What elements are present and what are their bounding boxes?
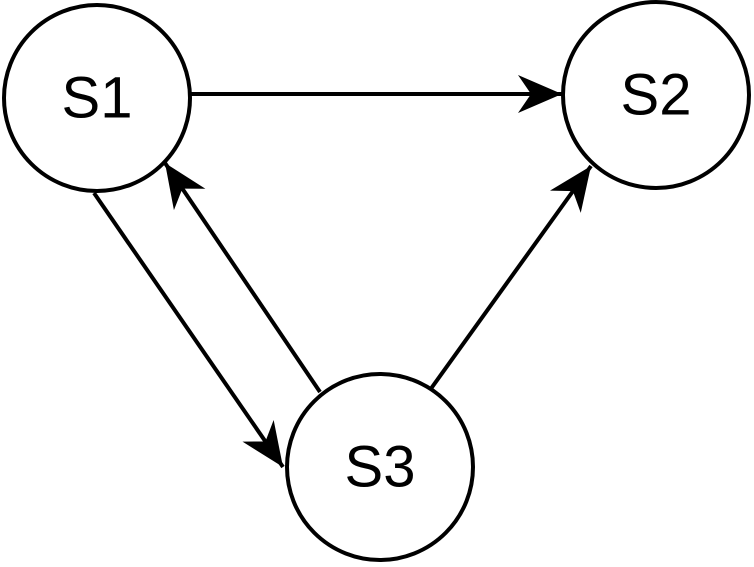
- node-label-s2: S2: [621, 63, 692, 128]
- node-circle-s3: [285, 372, 475, 562]
- node-s2: S2: [561, 0, 751, 190]
- node-circle-s2: [561, 0, 751, 190]
- edge-arrow-s1-to-s3: [92, 191, 285, 469]
- node-s1: S1: [2, 3, 192, 193]
- edge-arrow-s3-to-s1: [163, 161, 322, 394]
- node-s3: S3: [285, 372, 475, 562]
- node-circle-s1: [2, 3, 192, 193]
- edges-layer: [92, 75, 593, 469]
- node-label-s1: S1: [62, 66, 133, 131]
- edge-arrow-s3-to-s2: [428, 164, 593, 392]
- node-label-s3: S3: [345, 435, 416, 500]
